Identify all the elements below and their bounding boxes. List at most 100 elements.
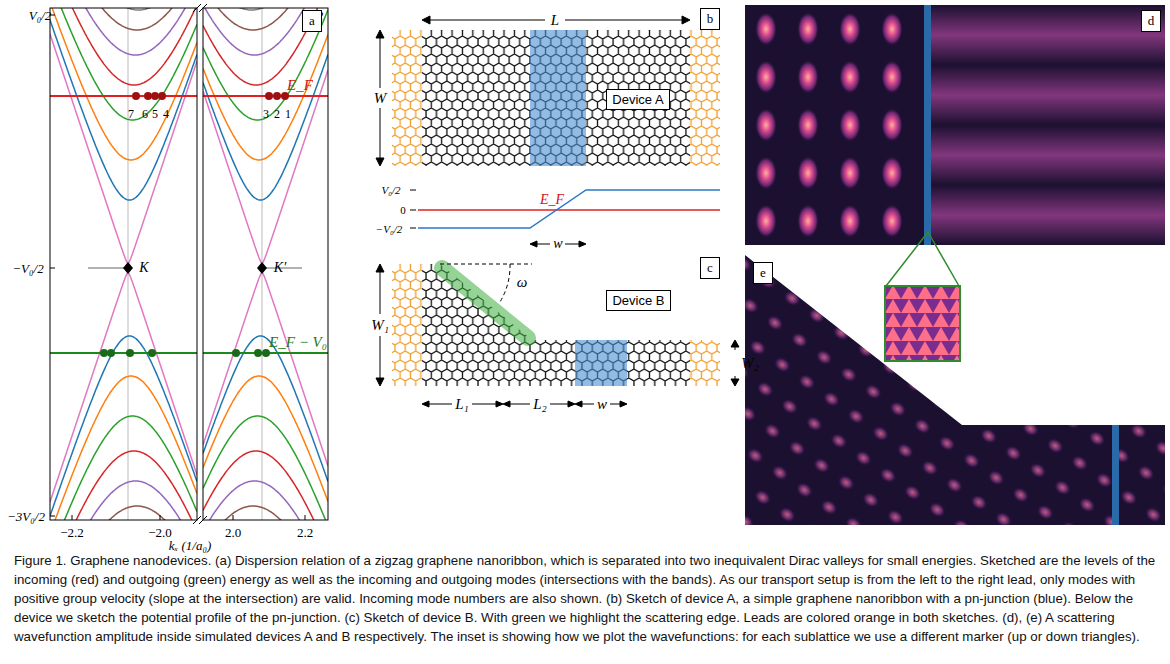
band-line — [50, 376, 197, 520]
dimension-label: L — [551, 13, 559, 28]
band-line — [50, 416, 197, 520]
panel-letter: e — [753, 262, 773, 284]
mode-number: 3 — [263, 108, 269, 120]
mode-number: 7 — [128, 108, 134, 120]
panel-letter: c — [700, 257, 720, 279]
panel-letter: d — [1141, 10, 1161, 32]
mode-number: 2 — [274, 108, 280, 120]
potential-ticks — [410, 190, 416, 228]
band-line — [203, 54, 328, 200]
band-line — [50, 451, 197, 520]
level-label: E_F — [287, 78, 313, 93]
tick-label: −V₀/2 — [376, 224, 403, 235]
tick-label: −V₀/2 — [12, 262, 43, 275]
dispersion-plot — [50, 0, 328, 580]
fermi-level — [418, 209, 720, 211]
figure-caption: Figure 1. Graphene nanodevices. (a) Disp… — [14, 551, 1156, 646]
valley-label: K — [139, 261, 148, 275]
wavefunction-a — [745, 5, 1165, 245]
scattering-edge — [442, 268, 528, 338]
band-line — [203, 273, 328, 466]
device-a — [376, 16, 720, 247]
pn-junction — [1112, 425, 1119, 525]
band-line — [203, 70, 328, 263]
device-tag: Device A — [606, 89, 670, 110]
panel-label: b — [707, 11, 714, 27]
angle-marker — [440, 264, 532, 302]
lead — [392, 264, 422, 386]
pn-junction — [530, 30, 586, 166]
leader-line — [928, 232, 959, 286]
angle-label: ω — [517, 275, 528, 290]
band-line — [70, 506, 197, 520]
tick-label: −2.2 — [60, 526, 84, 539]
dimension-label: L₁ — [455, 397, 469, 412]
dimension-label: w — [553, 237, 562, 251]
axis-break — [193, 4, 207, 524]
tick-label: 0 — [400, 205, 406, 216]
panel-label: a — [309, 13, 315, 29]
panel-letter: b — [700, 8, 720, 30]
ticks — [50, 15, 305, 520]
sublattice-inset — [885, 286, 960, 361]
dimension-arrow — [376, 16, 690, 166]
dimension-label: W₁ — [371, 318, 389, 333]
wavefunction-amplitude — [745, 255, 1165, 525]
band-line — [50, 34, 197, 263]
inset — [885, 232, 960, 361]
band-line — [203, 336, 328, 482]
nanoribbon — [422, 264, 690, 386]
device-name: Device B — [612, 293, 664, 308]
outgoing-mode-dot — [100, 349, 270, 357]
band-line — [72, 8, 197, 30]
lead — [392, 30, 422, 166]
bands — [203, 8, 328, 520]
lead — [690, 340, 720, 386]
device-b — [376, 264, 739, 407]
wavefunction-amplitude — [930, 5, 1165, 245]
fermi-level — [50, 95, 197, 97]
band-line — [203, 416, 328, 520]
outgoing-level — [50, 352, 197, 354]
band-line — [52, 8, 197, 85]
pn-junction — [575, 340, 627, 386]
tick-label: V₀/2 — [29, 9, 52, 22]
band-line — [203, 506, 320, 520]
axis-title: kₓ (1/a₀) — [169, 539, 212, 552]
dimension-label: W — [374, 91, 387, 106]
leader-line — [886, 232, 928, 286]
incoming-mode-dot — [132, 92, 289, 100]
dimension-label: W₂ — [741, 356, 759, 371]
tick-label: −3V₀/2 — [7, 510, 45, 523]
dimension-arrow — [376, 264, 739, 407]
band-line — [50, 273, 197, 502]
mode-number: 1 — [285, 108, 291, 120]
band-line — [203, 481, 328, 520]
panel-label: d — [1148, 13, 1155, 29]
axes-frame — [203, 8, 328, 520]
mode-number: 4 — [163, 108, 169, 120]
device-name: Device A — [612, 92, 663, 107]
wavefunction-b — [745, 255, 1165, 525]
band-line — [60, 481, 197, 520]
level-label: E_F — [540, 193, 564, 207]
device-tag: Device B — [606, 290, 671, 311]
mode-number: 6 — [142, 108, 148, 120]
potential-profile — [418, 190, 720, 228]
panel-label: e — [760, 265, 766, 281]
dirac-point — [123, 262, 267, 274]
panel-letter: a — [302, 10, 322, 32]
lead — [690, 30, 720, 166]
edge-state-band — [88, 267, 128, 269]
band-line — [203, 8, 328, 55]
band-line — [50, 8, 197, 160]
dimension-label: L₂ — [533, 397, 547, 412]
valley-label: K′ — [274, 261, 286, 275]
band-line — [203, 8, 328, 85]
bands — [50, 8, 197, 520]
tick-label: −2.0 — [148, 526, 172, 539]
tick-label: 2.0 — [225, 526, 241, 539]
pn-junction — [924, 5, 931, 245]
band-line — [62, 8, 197, 55]
